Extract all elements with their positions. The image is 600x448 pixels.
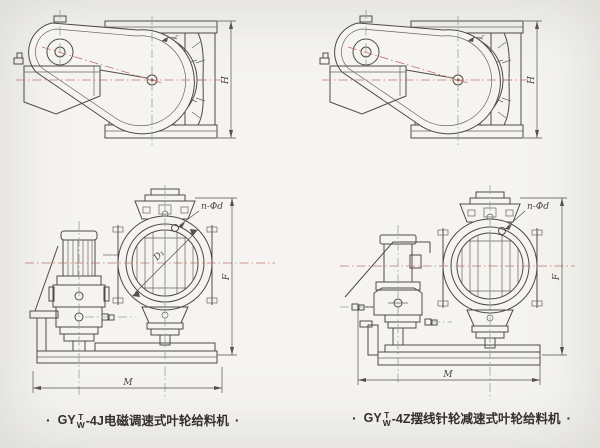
caption-sup: T [78, 411, 84, 422]
dimension-h: H [524, 20, 542, 139]
dimension-m: M [357, 305, 541, 385]
base-frame [29, 310, 218, 364]
rotation-arrow-icon [467, 37, 484, 42]
caption-bullet: · [352, 409, 358, 426]
caption-series: GY [363, 410, 382, 425]
caption-series-variants: T W [76, 411, 85, 430]
dimension-f: F [520, 197, 567, 356]
caption-bullet: · [566, 409, 573, 426]
belt-cover [334, 15, 501, 135]
rotation-arrow-icon [161, 37, 178, 42]
motor-bracket [319, 52, 407, 115]
caption-sup: T [384, 409, 390, 420]
figure-front-view-4z: n-Φd F M [340, 185, 575, 405]
bolt-circle-callout: n-Φd [178, 202, 223, 228]
centerlines [25, 185, 275, 400]
bolt-circle-label: n-Φd [527, 202, 549, 212]
caption-sub: W [382, 417, 391, 428]
bolt-circle-callout: n-Φd [505, 202, 549, 230]
dim-label-f: F [222, 273, 232, 281]
belt-cover [28, 15, 195, 135]
figure-side-view-4z: H [318, 8, 568, 158]
caption-series: GY [57, 412, 76, 427]
caption-model-text: -4J电磁调速式叶轮给料机 [85, 414, 229, 428]
caption-series-variants: T W [382, 409, 391, 428]
figure-side-view-4j: H [12, 8, 262, 158]
speed-control-motor [34, 230, 115, 352]
bolt-hole [171, 224, 179, 232]
caption-bullet: · [46, 411, 52, 428]
centerlines [16, 10, 222, 148]
cycloidal-reducer-motor [344, 234, 438, 346]
dim-label-h: H [221, 76, 231, 85]
dim-label-m: M [442, 370, 453, 380]
caption-model-code: GY T W -4Z摆线针轮减速式叶轮给料机 [364, 408, 561, 427]
caption-sub: W [76, 419, 85, 430]
bolt-hole [498, 227, 506, 235]
caption-model-code: GY T W -4J电磁调速式叶轮给料机 [58, 410, 229, 429]
dim-label-h: H [527, 76, 537, 85]
caption-right: · GY T W -4Z摆线针轮减速式叶轮给料机 · [352, 408, 572, 427]
caption-bullet: · [234, 411, 241, 428]
figure-front-view-4j: D₁ n-Φd F M [25, 185, 275, 405]
centerlines [340, 185, 575, 400]
bolt-circle-label: n-Φd [201, 202, 223, 212]
base-frame [359, 320, 541, 366]
centerlines [322, 10, 528, 148]
dimension-m: M [32, 367, 223, 393]
motor-bracket [13, 52, 101, 115]
dimension-f: F [195, 197, 237, 356]
dim-label-m: M [122, 378, 133, 388]
dim-label-f: F [552, 273, 562, 281]
dimension-h: H [218, 20, 236, 139]
caption-model-text: -4Z摆线针轮减速式叶轮给料机 [391, 412, 561, 426]
caption-left: · GY T W -4J电磁调速式叶轮给料机 · [46, 410, 241, 429]
